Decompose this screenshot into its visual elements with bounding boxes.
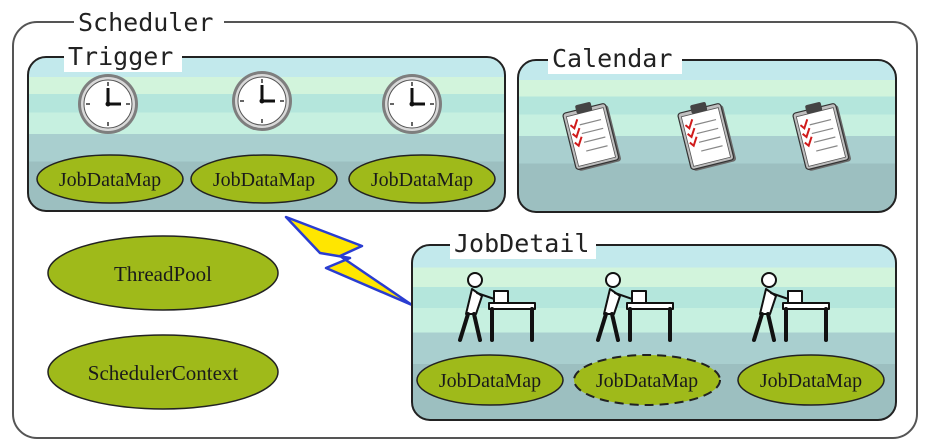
jobdetail-jobdatamap-2 <box>573 354 721 406</box>
trigger-jobdatamap-2-label: JobDataMap <box>213 169 315 191</box>
threadpool-ellipse <box>47 235 279 311</box>
clock-icon <box>230 69 294 133</box>
trigger-jobdatamap-2 <box>190 154 338 204</box>
trigger-jobdatamap-3 <box>348 154 496 204</box>
calendar-title: Calendar <box>552 44 672 73</box>
scheduler-title: Scheduler <box>78 8 213 37</box>
scheduler-frame <box>12 21 918 439</box>
clock-icon <box>380 72 444 136</box>
jobdetail-jobdatamap-3 <box>737 354 885 406</box>
jobdetail-jobdatamap-3-label: JobDataMap <box>760 370 862 392</box>
jobdetail-title: JobDetail <box>454 229 589 258</box>
jobdetail-jobdatamap-2-label: JobDataMap <box>596 370 698 392</box>
schedulercontext-ellipse <box>47 334 279 410</box>
jobdetail-jobdatamap-1 <box>416 354 564 406</box>
schedulercontext-label: SchedulerContext <box>88 361 239 385</box>
lightning-bolt-icon <box>284 215 414 307</box>
threadpool-label: ThreadPool <box>114 262 212 286</box>
clock-icon <box>76 72 140 136</box>
trigger-jobdatamap-3-label: JobDataMap <box>371 169 473 191</box>
trigger-jobdatamap-1-label: JobDataMap <box>59 169 161 191</box>
trigger-title: Trigger <box>68 42 173 71</box>
trigger-jobdatamap-1 <box>36 154 184 204</box>
jobdetail-jobdatamap-1-label: JobDataMap <box>439 370 541 392</box>
